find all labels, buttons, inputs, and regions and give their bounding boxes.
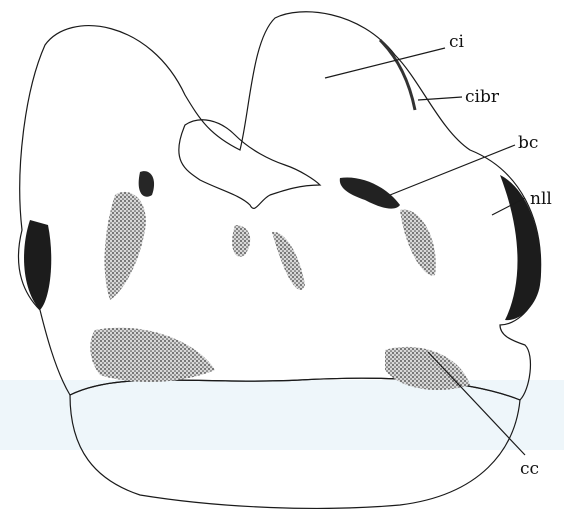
tract-center-right	[272, 232, 305, 290]
bc-leader	[390, 145, 515, 195]
cibr-leader	[418, 97, 462, 100]
tract-lower	[90, 328, 215, 382]
tract-right	[400, 210, 436, 276]
tract-left	[105, 192, 146, 300]
label-cc: cc	[520, 459, 539, 479]
watermark-band	[0, 380, 564, 450]
nll-region-left	[24, 220, 51, 310]
ci-rim	[380, 40, 415, 110]
ventricle-cavity	[179, 120, 320, 209]
bc-band-left	[139, 171, 154, 197]
bc-band-right	[340, 177, 400, 208]
label-ci: ci	[449, 32, 465, 52]
label-nll: nll	[530, 189, 552, 209]
label-cibr: cibr	[465, 87, 500, 107]
ci-leader	[325, 48, 445, 78]
tract-center-left	[232, 225, 250, 257]
label-bc: bc	[518, 133, 538, 153]
